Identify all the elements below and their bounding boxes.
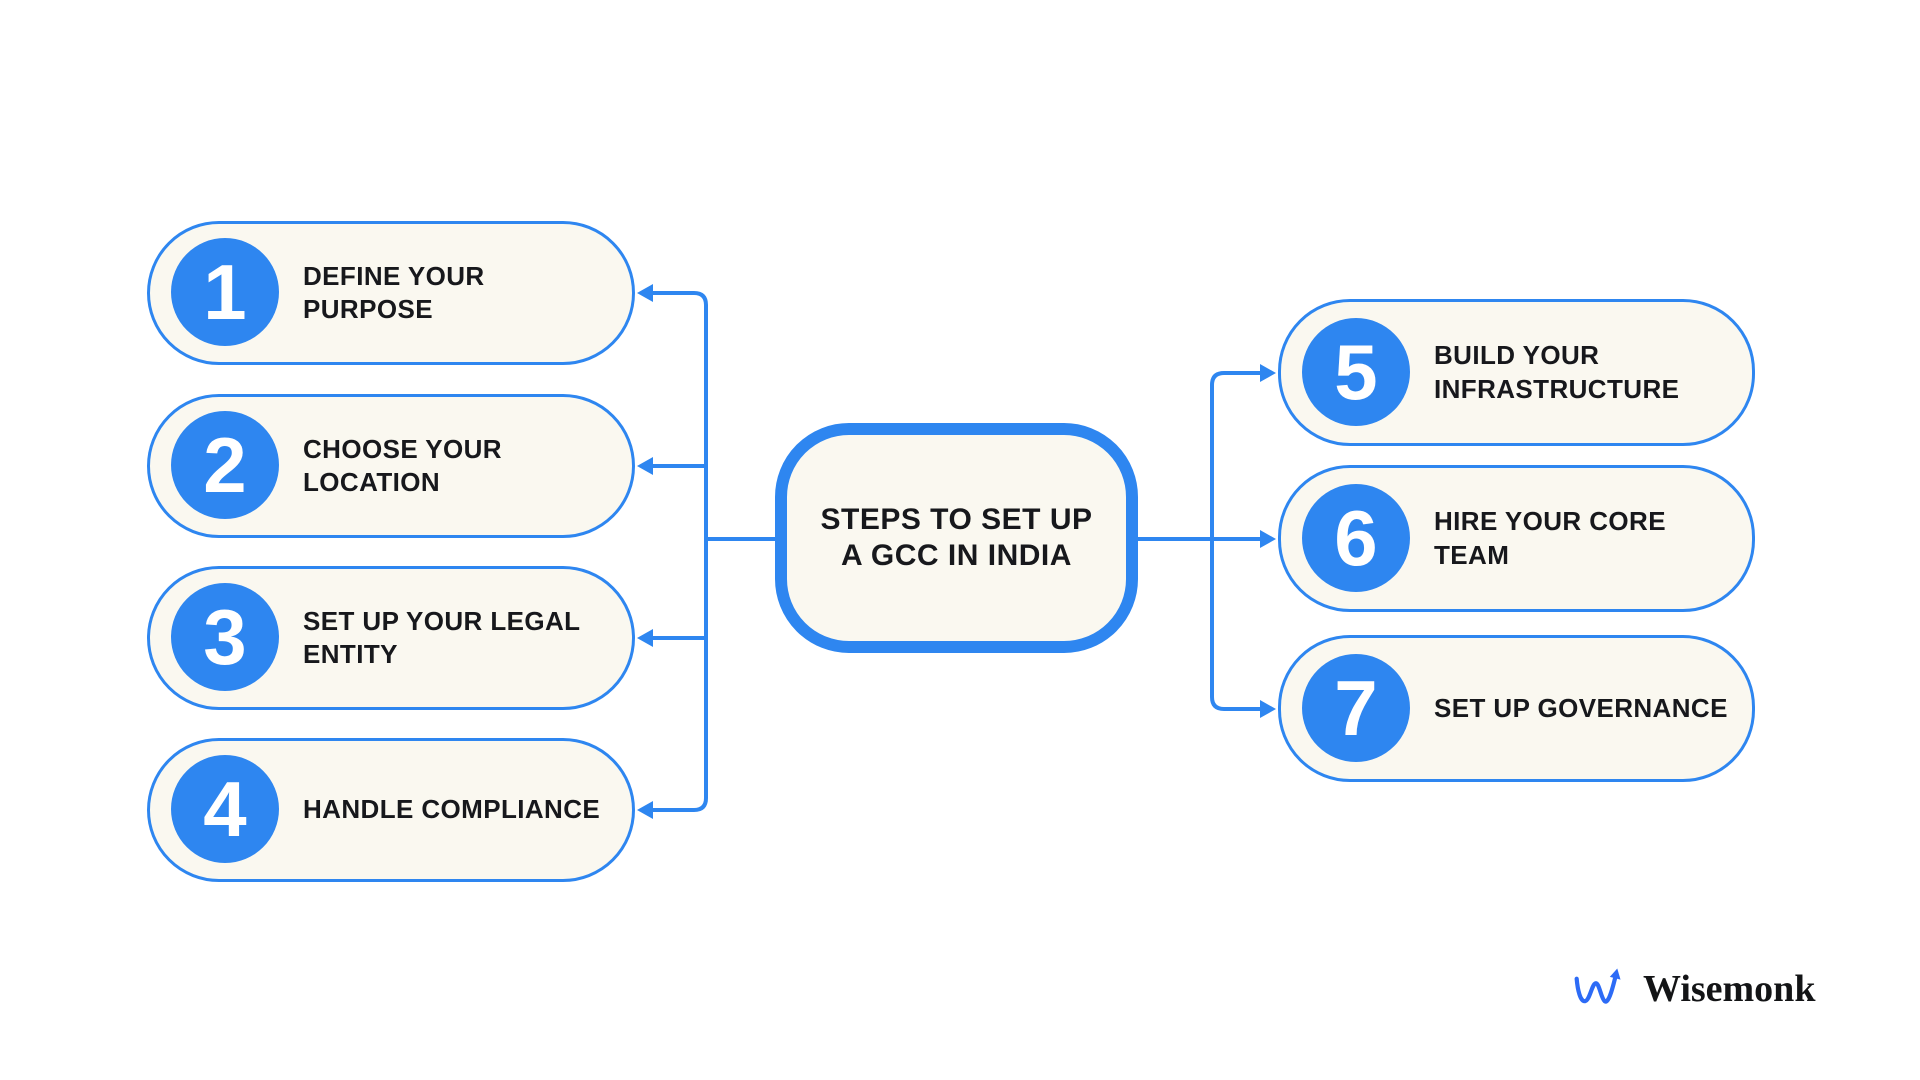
left-trunk-line: [652, 291, 708, 812]
step-6-label-line1: HIRE YOUR CORE: [1434, 506, 1666, 537]
step-2-label: CHOOSE YOUR LOCATION: [303, 433, 502, 499]
step-5-label-line1: BUILD YOUR: [1434, 340, 1600, 371]
step-6-label: HIRE YOUR CORE TEAM: [1434, 505, 1666, 571]
arrowhead-step1-icon: [637, 284, 653, 302]
right-trunk-line: [1210, 371, 1261, 711]
center-title-box: STEPS TO SET UP A GCC IN INDIA: [775, 423, 1138, 653]
step-3-number-badge: 3: [171, 583, 279, 691]
wisemonk-logo: Wisemonk: [1572, 966, 1815, 1012]
step-5-label: BUILD YOUR INFRASTRUCTURE: [1434, 339, 1679, 405]
step-7-number-badge: 7: [1302, 653, 1410, 762]
trend-wave-arrow-icon: [1574, 968, 1621, 1004]
step-2-number-badge: 2: [171, 411, 279, 519]
step-pill-7: 7 SET UP GOVERNANCE: [1278, 635, 1755, 782]
step-2-label-line2: LOCATION: [303, 467, 441, 497]
step-1-number-badge: 1: [171, 238, 279, 346]
step-pill-5: 5 BUILD YOUR INFRASTRUCTURE: [1278, 299, 1755, 446]
step-1-label-line1: DEFINE YOUR: [303, 260, 485, 291]
step-4-number-badge: 4: [171, 755, 279, 863]
step-pill-2: 2 CHOOSE YOUR LOCATION: [147, 394, 635, 538]
arrowhead-step4-icon: [637, 801, 653, 819]
step-pill-3: 3 SET UP YOUR LEGAL ENTITY: [147, 566, 635, 710]
arrowhead-step6-icon: [1260, 530, 1276, 548]
center-title-line1: STEPS TO SET UP: [820, 503, 1093, 536]
arrowhead-step5-icon: [1260, 364, 1276, 382]
arrowhead-step3-icon: [637, 629, 653, 647]
step-5-label-line2: INFRASTRUCTURE: [1434, 373, 1680, 404]
arrowhead-step7-icon: [1260, 700, 1276, 718]
step-6-label-line2: TEAM: [1434, 539, 1510, 570]
step-7-label: SET UP GOVERNANCE: [1434, 692, 1728, 725]
step-3-label: SET UP YOUR LEGAL ENTITY: [303, 605, 580, 671]
step-pill-4: 4 HANDLE COMPLIANCE: [147, 738, 635, 882]
step-pill-6: 6 HIRE YOUR CORE TEAM: [1278, 465, 1755, 612]
step-pill-1: 1 DEFINE YOUR PURPOSE: [147, 221, 635, 365]
step-2-label-line1: CHOOSE YOUR: [303, 433, 502, 464]
wisemonk-wordmark: Wisemonk: [1643, 968, 1816, 1010]
step-3-label-line1: SET UP YOUR LEGAL: [303, 605, 581, 636]
arrowhead-step2-icon: [637, 457, 653, 475]
step-1-label-line2: PURPOSE: [303, 294, 433, 324]
step-5-number-badge: 5: [1302, 317, 1410, 426]
step-7-label-line1: SET UP GOVERNANCE: [1434, 692, 1728, 723]
step-3-label-line2: ENTITY: [303, 639, 398, 669]
step-4-label: HANDLE COMPLIANCE: [303, 793, 600, 826]
step-1-label: DEFINE YOUR PURPOSE: [303, 260, 485, 326]
center-title-line2: A GCC IN INDIA: [841, 539, 1072, 572]
step-6-number-badge: 6: [1302, 483, 1410, 592]
step-4-label-line1: HANDLE COMPLIANCE: [303, 794, 601, 825]
